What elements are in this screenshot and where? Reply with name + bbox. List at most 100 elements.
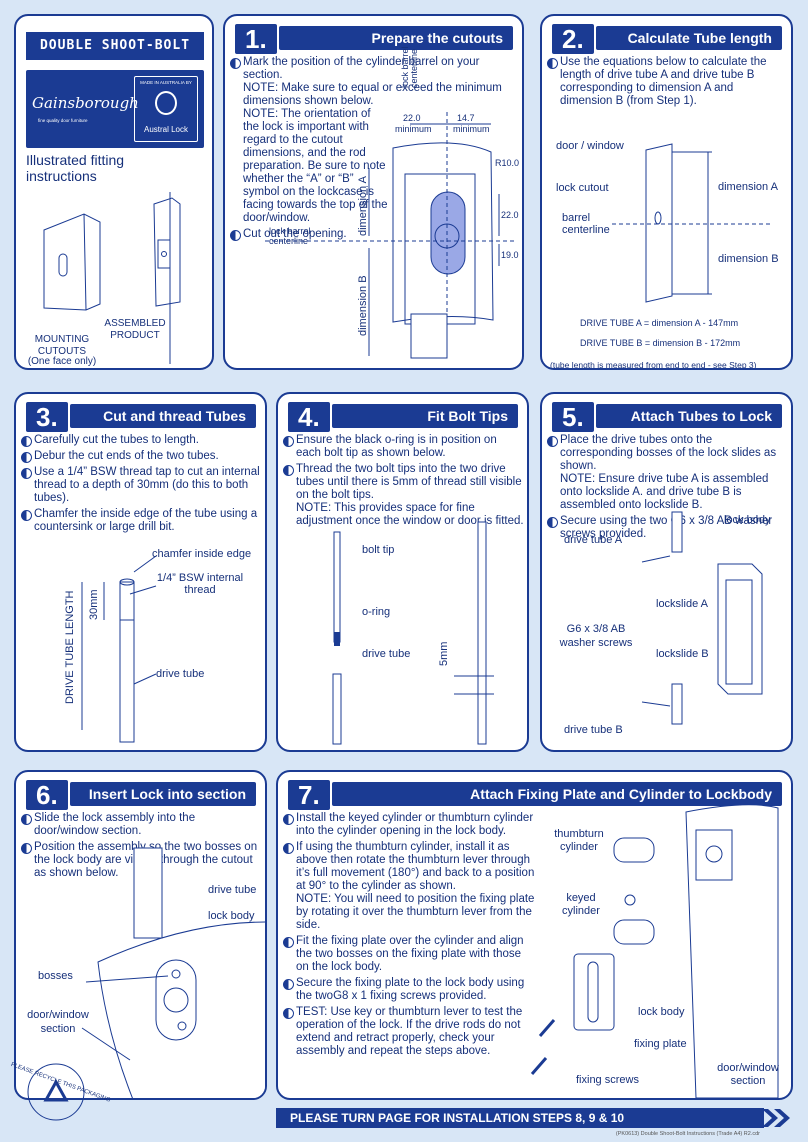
step-number: 1. [235,24,277,54]
made-in-label: MADE IN AUSTRALIA BY [140,80,192,85]
bolt-tip-illustration [332,521,494,745]
cutout-dimension-diagram [265,112,515,359]
file-reference: (PK0613) Double Shoot-Bolt Instructions … [615,1131,760,1137]
step-5-panel: 5. Attach Tubes to Lock Place the drive … [540,392,793,752]
5mm-label: 5mm [438,641,450,666]
step-title: Cut and thread Tubes [70,404,256,428]
drive-tube-length-label: DRIVE TUBE LENGTH [64,590,76,705]
brand-panel: DOUBLE SHOOT-BOLT Gainsborough fine qual… [14,14,214,370]
instruction: Debur the cut ends of the two tubes. [20,450,262,463]
o-ring-label: o-ring [362,606,391,618]
dim-14-7-minimum: minimum [453,124,490,134]
equation-a: DRIVE TUBE A = dimension A - 147mm [580,318,739,328]
mounting-cutouts-illustration [43,192,181,364]
door-window-section-label: door/window section [717,1062,779,1087]
lock-barrel-centerline-horizontal: lock barrel centerline [269,226,311,246]
step-title: Calculate Tube length [596,26,782,50]
lock-body-label: lock body [208,910,255,922]
step-6-instructions: Slide the lock assembly into the door/wi… [20,812,262,883]
step-3-instructions: Carefully cut the tubes to length. Debur… [20,434,262,537]
bosses-label: bosses [38,970,73,982]
equation-b: DRIVE TUBE B = dimension B - 172mm [580,338,741,348]
step-title: Attach Fixing Plate and Cylinder to Lock… [332,782,782,806]
dimension-b-label: dimension B [357,275,369,336]
step-number: 4. [288,402,330,432]
tube-length-diagram [612,143,772,303]
instruction: Slide the lock assembly into the door/wi… [20,812,262,838]
instruction: Secure using the two G6 x 3/8 AB washer … [546,515,788,541]
d22-label: 22.0 [501,210,519,220]
instruction: TEST: Use key or thumbturn lever to test… [282,1006,536,1058]
keyed-cylinder-label: keyed cylinder [562,892,600,917]
dim-14-7-label: 14.7 [457,113,475,123]
drive-tube-illustration [81,555,157,743]
drive-tube-a-label: drive tube A [564,534,623,546]
step-6-panel: 6. Insert Lock into section Slide the lo… [14,770,267,1100]
instruction: Secure the fixing plate to the lock body… [282,977,536,1003]
step-number: 5. [552,402,594,432]
instruction: Chamfer the inside edge of the tube usin… [20,508,262,534]
step-number: 3. [26,402,68,432]
label-mounting-cutouts: MOUNTING CUTOUTS [34,334,90,357]
instruction: Mark the position of the cylinder barrel… [229,56,519,225]
step-7-panel: 7. Attach Fixing Plate and Cylinder to L… [276,770,793,1100]
bolt-tip-label: bolt tip [362,544,395,556]
chevron-right-icon [762,1109,790,1127]
step-5-instructions: Place the drive tubes onto the correspon… [546,434,788,544]
label-one-face-only: (One face only) [27,356,97,367]
lock-barrel-centerline-vertical: lock barrel centerline [400,46,419,88]
lock-body-label: lock body [724,514,771,526]
step-2-instructions: Use the equations below to calculate the… [546,56,788,111]
fixing-screws-label: fixing screws [576,1074,639,1086]
instruction: Fit the fixing plate over the cylinder a… [282,935,536,974]
step-7-instructions: Install the keyed cylinder or thumbturn … [282,812,536,1061]
lock-body-label: lock body [638,1006,685,1018]
fixing-plate-illustration [530,804,779,1098]
step-1-instructions: Mark the position of the cylinder barrel… [229,56,519,244]
instruction: If using the thumbturn cylinder, install… [282,841,536,932]
drive-tube-label: drive tube [362,648,411,660]
instruction: Install the keyed cylinder or thumbturn … [282,812,536,838]
instruction: Cut out the opening. [229,228,519,241]
dim-22-label: 22.0 [403,113,421,123]
thumbturn-cylinder-label: thumbturn cylinder [554,828,604,853]
washer-screws-label: G6 x 3/8 AB washer screws [559,623,633,649]
r10-label: R10.0 [495,158,520,168]
product-title-bar: DOUBLE SHOOT-BOLT [26,32,204,60]
instruction: Place the drive tubes onto the correspon… [546,434,788,512]
lock-assembly-illustration [641,511,763,725]
step-4-instructions: Ensure the black o-ring is in position o… [282,434,524,531]
footer-banner: PLEASE TURN PAGE FOR INSTALLATION STEPS … [276,1108,764,1128]
dimension-b-label: dimension B [718,253,779,265]
austral-lock-icon [155,91,177,115]
gainsborough-logo: Gainsborough [32,94,139,112]
instruction: Thread the two bolt tips into the two dr… [282,463,524,528]
label-assembled-product: ASSEMBLED PRODUCT [104,318,166,341]
step-number: 7. [288,780,330,810]
barrel-centerline-label: barrel centerline [562,212,610,236]
dimension-a-label: dimension A [718,181,778,193]
tube-length-note: (tube length is measured from end to end… [550,360,757,370]
step-1-panel: 1. Prepare the cutouts Mark the position… [223,14,524,370]
insert-lock-illustration [81,847,265,1098]
instruction: Use the equations below to calculate the… [546,56,788,108]
subtitle: Illustrated fitting instructions [26,152,125,184]
austral-label: Austral Lock [143,125,189,134]
recycle-icon [27,1063,85,1121]
thread-label: 1/4” BSW internal thread [156,572,244,596]
drive-tube-label: drive tube [208,884,257,896]
lockslide-b-label: lockslide B [656,648,709,660]
instruction: Use a 1/4” BSW thread tap to cut an inte… [20,466,262,505]
instruction: Ensure the black o-ring is in position o… [282,434,524,460]
step-3-panel: 3. Cut and thread Tubes Carefully cut th… [14,392,267,752]
brand-logo-box: Gainsborough fine quality door furniture… [26,70,204,148]
logo-tagline: fine quality door furniture [38,118,88,123]
dimension-a-label: dimension A [357,176,369,236]
step-4-panel: 4. Fit Bolt Tips Ensure the black o-ring… [276,392,529,752]
drive-tube-b-label: drive tube B [564,724,623,736]
chamfer-label: chamfer inside edge [152,548,252,560]
door-window-section-label: door/window section [27,1009,89,1035]
step-title: Fit Bolt Tips [332,404,518,428]
step-title: Insert Lock into section [70,782,256,806]
lock-cutout-label: lock cutout [556,182,609,194]
